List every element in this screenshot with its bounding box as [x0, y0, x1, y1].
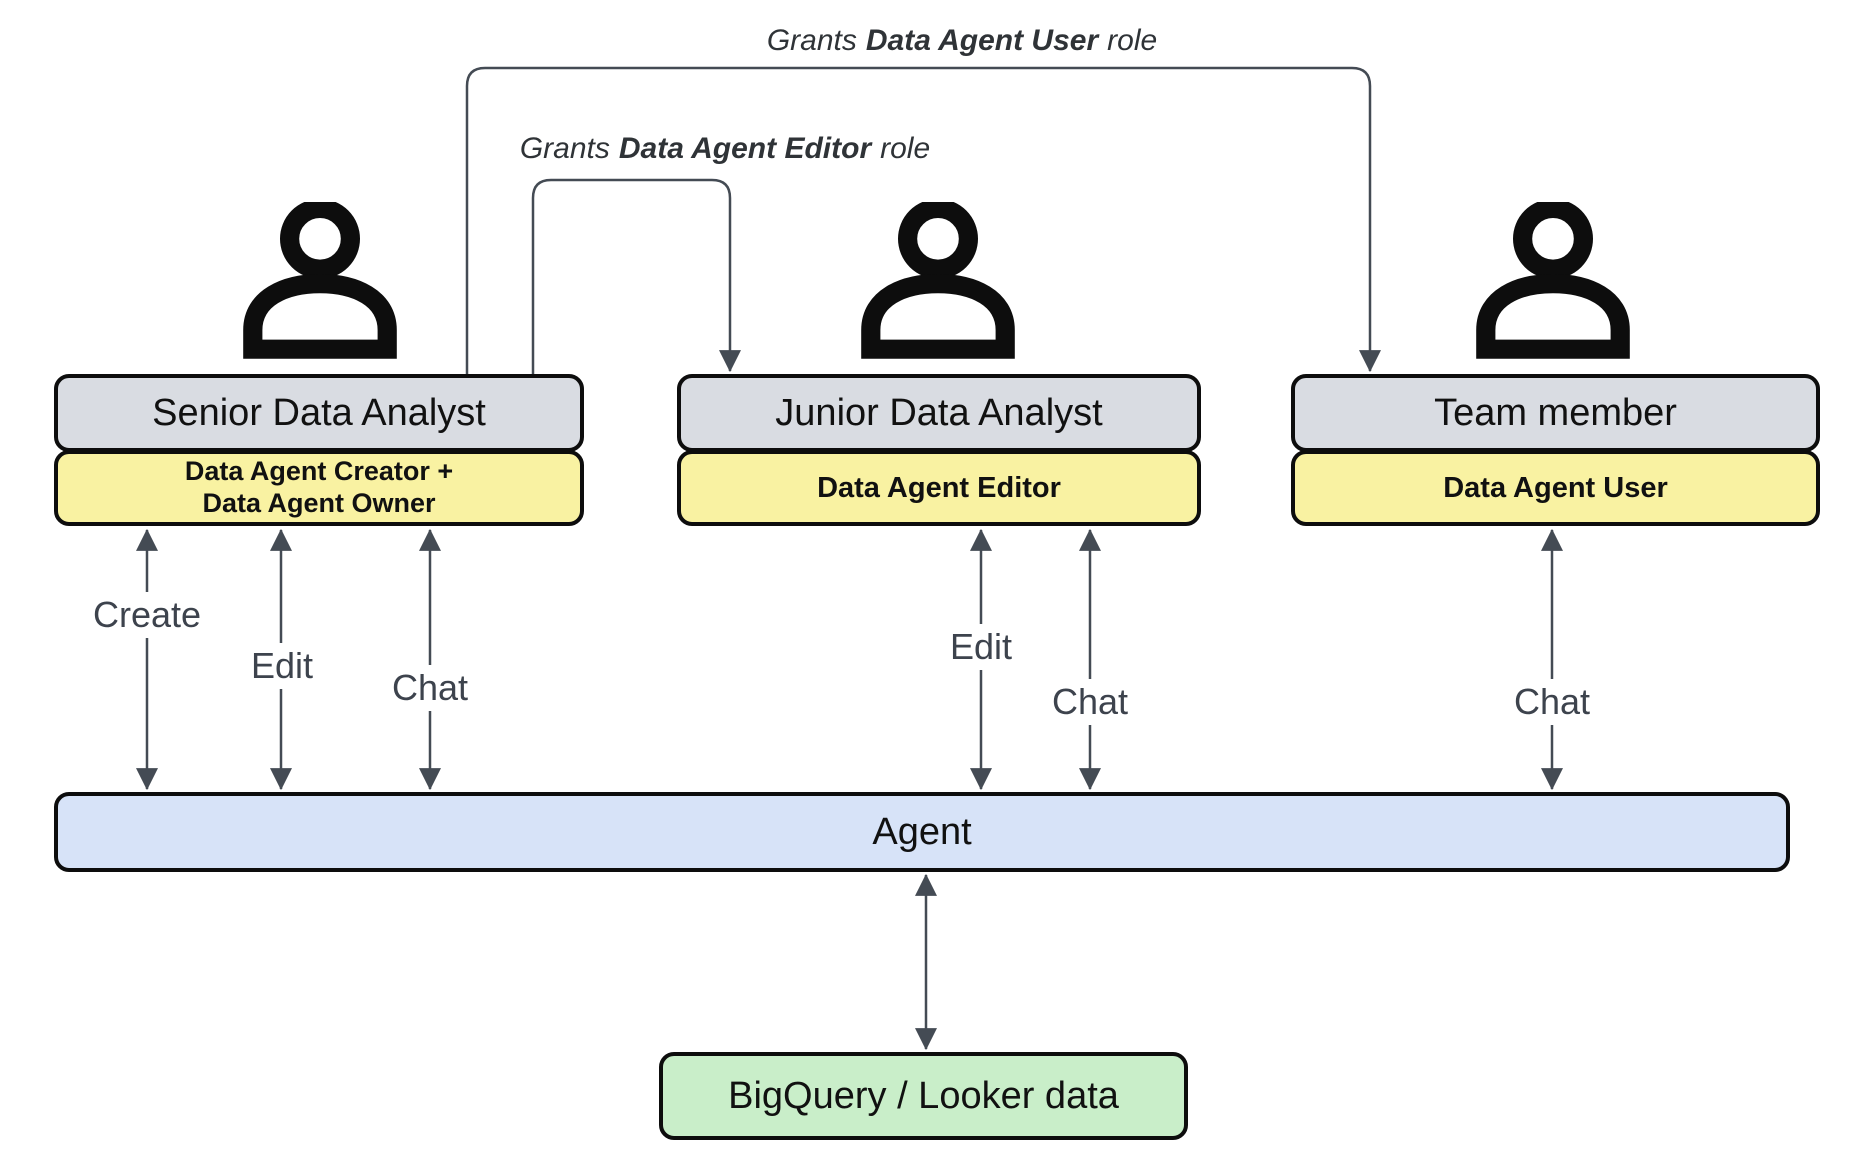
senior-analyst-title: Senior Data Analyst — [152, 391, 486, 434]
grant-user-arrow — [465, 66, 1381, 376]
grant-user-role-name: Data Agent User — [865, 24, 1099, 57]
grant-editor-role-name: Data Agent Editor — [618, 132, 872, 165]
team-member-title: Team member — [1434, 391, 1677, 434]
agent-label: Agent — [872, 810, 972, 853]
chat-label-senior: Chat — [383, 665, 477, 711]
edit-label-senior: Edit — [242, 643, 322, 689]
team-role-badge: Data Agent User — [1291, 450, 1820, 526]
junior-analyst-box: Junior Data Analyst — [677, 374, 1201, 452]
grant-user-prefix: Grants — [766, 24, 857, 57]
create-label: Create — [84, 592, 210, 638]
grant-editor-arrow — [531, 178, 741, 376]
team-person-icon — [1473, 202, 1633, 362]
bigquery-looker-box: BigQuery / Looker data — [659, 1052, 1188, 1140]
chat-label-team: Chat — [1505, 679, 1599, 725]
agent-bar: Agent — [54, 792, 1790, 872]
bigquery-looker-label: BigQuery / Looker data — [728, 1074, 1119, 1117]
senior-person-icon — [240, 202, 400, 362]
grant-editor-suffix: role — [880, 132, 931, 165]
team-role-label: Data Agent User — [1443, 471, 1668, 504]
junior-analyst-title: Junior Data Analyst — [775, 391, 1103, 434]
grant-user-suffix: role — [1107, 24, 1158, 57]
chat-label-junior: Chat — [1043, 679, 1137, 725]
senior-role-line1: Data Agent Creator + — [184, 456, 454, 487]
team-member-box: Team member — [1291, 374, 1820, 452]
senior-role-line2: Data Agent Owner — [202, 488, 436, 518]
junior-role-badge: Data Agent Editor — [677, 450, 1201, 526]
junior-person-icon — [858, 202, 1018, 362]
junior-role-label: Data Agent Editor — [817, 471, 1061, 504]
edit-label-junior: Edit — [941, 624, 1021, 670]
grant-editor-prefix: Grants — [519, 132, 610, 165]
senior-analyst-box: Senior Data Analyst — [54, 374, 584, 452]
senior-role-badge: Data Agent Creator + Data Agent Owner — [54, 450, 584, 526]
